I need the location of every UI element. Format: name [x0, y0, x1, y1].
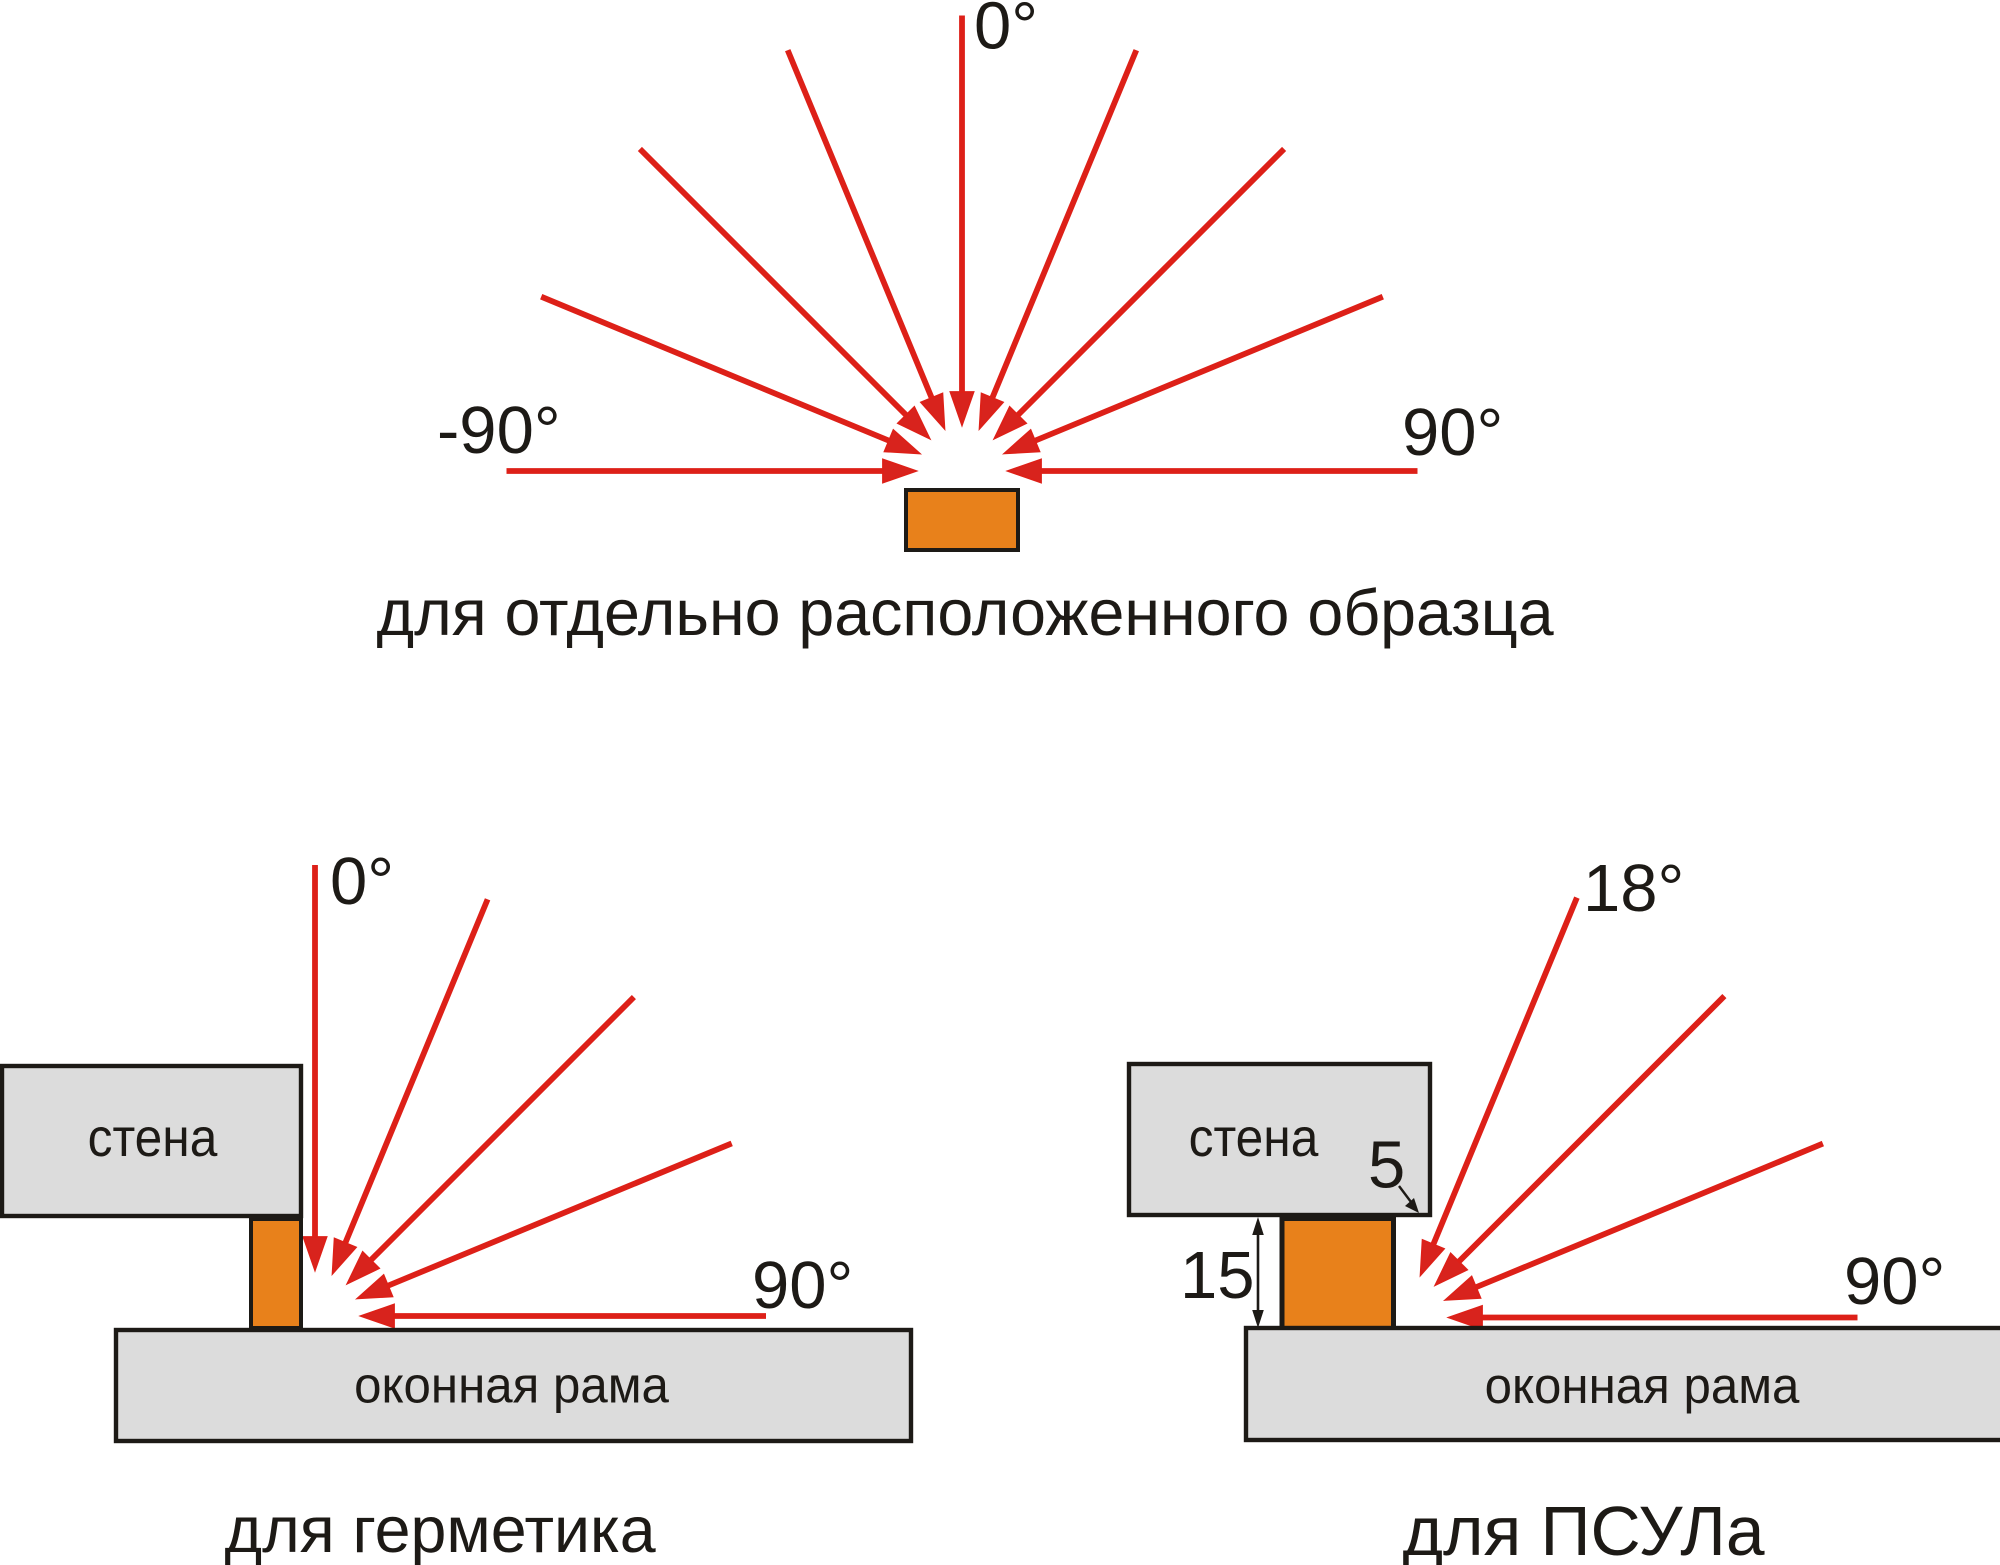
svg-text:для отдельно расположенного об: для отдельно расположенного образца — [376, 577, 1553, 649]
svg-text:0°: 0° — [330, 844, 394, 919]
svg-text:оконная рама: оконная рама — [1485, 1357, 1800, 1414]
svg-text:5: 5 — [1368, 1128, 1405, 1203]
svg-text:90°: 90° — [1402, 395, 1503, 470]
svg-text:90°: 90° — [1844, 1244, 1945, 1319]
svg-text:-90°: -90° — [437, 393, 561, 468]
svg-text:15: 15 — [1180, 1238, 1255, 1313]
svg-text:стена: стена — [88, 1107, 218, 1167]
svg-text:для ПСУЛа: для ПСУЛа — [1403, 1492, 1765, 1565]
svg-text:стена: стена — [1189, 1107, 1319, 1167]
svg-text:90°: 90° — [752, 1248, 853, 1323]
svg-text:оконная рама: оконная рама — [354, 1357, 669, 1414]
svg-text:для герметика: для герметика — [224, 1494, 655, 1565]
svg-text:0°: 0° — [974, 0, 1038, 64]
svg-text:18°: 18° — [1583, 851, 1684, 926]
